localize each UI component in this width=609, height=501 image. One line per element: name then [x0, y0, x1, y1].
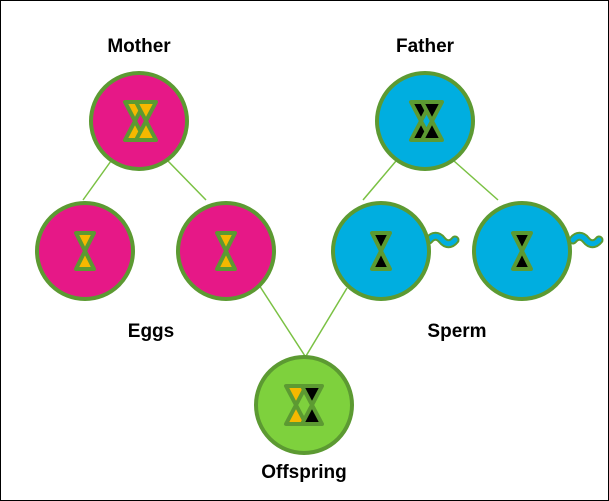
sperm-cell-left	[333, 203, 429, 299]
line-sperm-to-offspring	[306, 288, 347, 356]
eggs-label: Eggs	[128, 321, 174, 343]
sperm-cell-right	[474, 203, 570, 299]
sperm-label: Sperm	[427, 321, 486, 343]
egg-cell-left	[37, 203, 133, 299]
line-mother-to-egg-right	[168, 161, 206, 200]
mother-cell	[91, 73, 187, 169]
line-egg-to-offspring	[259, 285, 305, 356]
offspring-label: Offspring	[261, 462, 347, 484]
egg-cell-right	[178, 203, 274, 299]
offspring-cell	[256, 357, 352, 453]
father-label: Father	[396, 36, 454, 58]
father-cell	[377, 73, 473, 169]
line-father-to-sperm-right	[454, 161, 498, 200]
mother-label: Mother	[107, 36, 170, 58]
line-father-to-sperm-left	[363, 161, 396, 200]
line-mother-to-egg-left	[83, 161, 111, 200]
